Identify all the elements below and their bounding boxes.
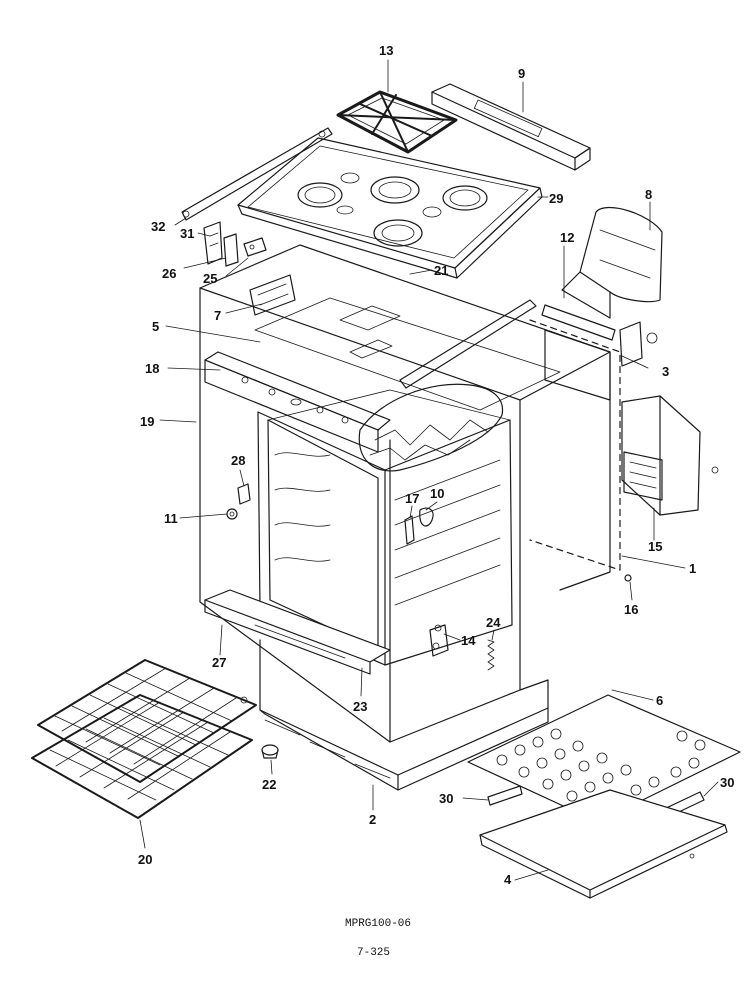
callout-27: 27 (212, 655, 226, 670)
rail-part-12 (399, 299, 616, 389)
callout-17: 17 (405, 491, 419, 506)
bottom-frame-part-27 (204, 589, 391, 675)
callout-23: 23 (353, 699, 367, 714)
side-rail-part-32 (181, 127, 333, 221)
callout-1: 1 (689, 561, 696, 576)
leader-lines (139, 59, 719, 881)
foot-part-22 (240, 696, 279, 759)
callout-19: 19 (140, 414, 154, 429)
callout-25: 25 (203, 271, 217, 286)
control-panel-part-8 (561, 207, 663, 319)
hinge-part-10 (419, 507, 434, 527)
callout-18: 18 (145, 361, 159, 376)
rear-trim-part-9 (431, 83, 591, 171)
grate-part-13 (336, 90, 458, 154)
oven-rack-part-20 (31, 659, 257, 819)
callout-5: 5 (152, 319, 159, 334)
callout-2: 2 (369, 812, 376, 827)
callout-22: 22 (262, 777, 276, 792)
callout-3: 3 (662, 364, 669, 379)
callout-28: 28 (231, 453, 245, 468)
valve-part-14 (429, 624, 449, 657)
clip-part-11 (226, 508, 238, 520)
pan-handle-part-30-left (487, 785, 523, 806)
callout-labels: 13 9 8 12 29 32 31 26 25 7 21 5 18 3 19 … (138, 43, 734, 887)
insulation (358, 383, 504, 472)
callout-30-left: 30 (439, 791, 453, 806)
clip-part-28 (237, 483, 251, 505)
spring-part-24 (487, 639, 495, 671)
callout-13: 13 (379, 43, 393, 58)
screw-part-16 (624, 574, 632, 582)
callout-30-right: 30 (720, 775, 734, 790)
bracket-part-25 (243, 237, 267, 257)
callout-24: 24 (486, 615, 501, 630)
callout-4: 4 (504, 872, 512, 887)
oven-cavity (257, 389, 513, 666)
bracket-part-26 (223, 233, 239, 267)
callout-11: 11 (164, 511, 178, 526)
page-number: 7-325 (357, 947, 390, 959)
back-panel-part-3 (529, 319, 658, 571)
callout-9: 9 (518, 66, 525, 81)
broiler-tray-part-4 (479, 789, 728, 899)
bracket-part-31 (203, 221, 223, 265)
drawing-code: MPRG100-06 (345, 918, 411, 930)
front-frame-part-18 (204, 351, 391, 453)
callout-29: 29 (549, 191, 563, 206)
callout-20: 20 (138, 852, 152, 867)
callout-16: 16 (624, 602, 638, 617)
callout-6: 6 (656, 693, 663, 708)
callout-12: 12 (560, 230, 574, 245)
callout-14: 14 (461, 633, 476, 648)
callout-7: 7 (214, 308, 221, 323)
hinge-part-17 (404, 515, 415, 545)
callout-21: 21 (434, 263, 448, 278)
callout-8: 8 (645, 187, 652, 202)
broiler-pan-part-6 (467, 694, 741, 823)
lower-section (259, 639, 549, 791)
cooktop-part-29 (237, 137, 543, 279)
bracket-part-7 (249, 274, 296, 316)
callout-10: 10 (430, 486, 444, 501)
callout-15: 15 (648, 539, 662, 554)
control-module-part-15 (621, 395, 719, 516)
callout-32: 32 (151, 219, 165, 234)
callout-26: 26 (162, 266, 176, 281)
callout-31: 31 (180, 226, 194, 241)
